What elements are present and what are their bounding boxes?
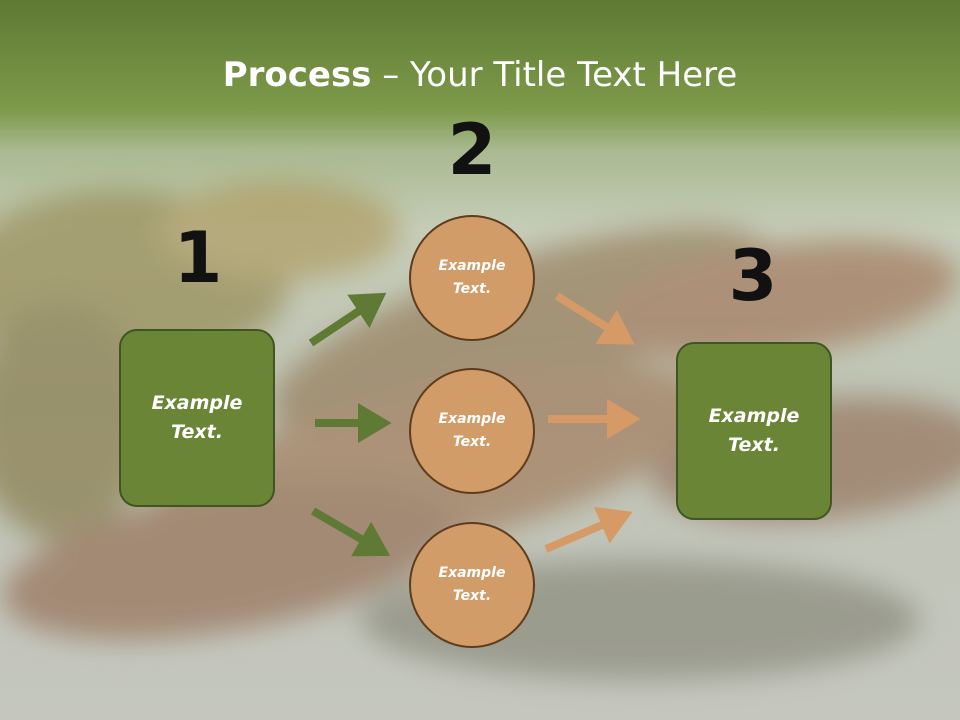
arrow-top-to-right [554,292,635,345]
step-3-box: Example Text. [676,342,832,520]
step-number-3: 3 [728,235,778,317]
step-1-box: Example Text. [119,329,275,507]
arrow-left-to-top [308,292,387,347]
circle-bottom-text: Example Text. [438,565,506,604]
step-2-circle-bottom: Example Text. [409,522,535,648]
step-number-2: 2 [447,109,497,191]
step-1-box-text: Example Text. [151,392,243,443]
step-number-1: 1 [173,217,223,299]
title-bold: Process [222,55,372,95]
arrow-bottom-to-right [544,506,633,553]
title-rest: – Your Title Text Here [371,55,738,95]
step-2-circle-middle: Example Text. [409,368,535,494]
arrow-left-to-bottom [310,507,391,557]
step-3-box-text: Example Text. [708,405,800,456]
circle-top-text: Example Text. [438,258,506,297]
slide-title: Process – Your Title Text Here [0,52,960,98]
step-2-circle-top: Example Text. [409,215,535,341]
circle-middle-text: Example Text. [438,411,506,450]
